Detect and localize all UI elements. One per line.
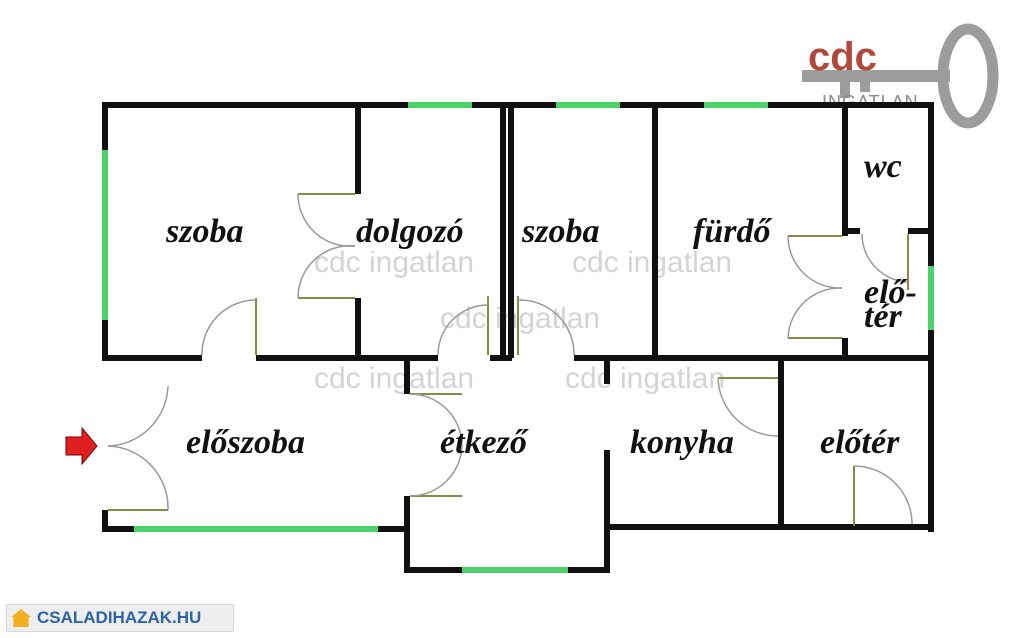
door-swing xyxy=(787,235,843,289)
logo-brand: cdc xyxy=(808,35,877,79)
room-labels: szoba dolgozó szoba fürdő wc elő- tér el… xyxy=(165,148,917,461)
room-label-furdo: fürdő xyxy=(693,213,772,250)
room-label-etkezo: étkező xyxy=(440,424,529,461)
door-swing xyxy=(409,445,463,497)
room-label-dolgozo: dolgozó xyxy=(356,213,464,250)
window xyxy=(462,567,568,573)
room-label-eloter: előtér xyxy=(820,424,900,461)
window xyxy=(704,102,768,108)
door-swing xyxy=(861,233,909,283)
window xyxy=(556,102,620,108)
room-label-eloter-small-2: tér xyxy=(864,298,903,335)
door-swing xyxy=(107,445,169,511)
window xyxy=(928,266,934,330)
room-label-szoba: szoba xyxy=(521,213,599,250)
key-icon xyxy=(802,23,999,129)
watermarks: cdc ingatlan cdc ingatlan cdc ingatlan c… xyxy=(314,246,732,395)
watermark-text: cdc ingatlan xyxy=(440,302,600,335)
watermark-text: cdc ingatlan xyxy=(565,362,725,395)
door-swing xyxy=(717,377,779,437)
watermark-text: cdc ingatlan xyxy=(314,362,474,395)
room-label-szoba: szoba xyxy=(165,213,243,250)
door-swing xyxy=(297,193,356,247)
room-label-wc: wc xyxy=(864,148,902,185)
door-swings xyxy=(107,193,913,525)
window xyxy=(134,526,378,532)
site-name: CSALADIHAZAK.HU xyxy=(37,608,202,627)
door-swing xyxy=(201,299,257,356)
room-label-eloter-small-1: elő- xyxy=(864,274,917,311)
door-swing xyxy=(517,299,575,356)
cdc-ingatlan-logo: cdc INGATLAN xyxy=(802,23,999,129)
window xyxy=(102,150,108,320)
window xyxy=(408,102,472,108)
room-label-eloszoba: előszoba xyxy=(186,424,305,461)
door-swing xyxy=(853,465,913,525)
house-icon xyxy=(11,609,31,627)
entrance-arrow-icon xyxy=(65,426,98,466)
door-swing xyxy=(297,245,356,299)
room-label-konyha: konyha xyxy=(630,424,734,461)
door-swing xyxy=(107,385,169,447)
door-swing xyxy=(437,304,489,356)
door-swing xyxy=(409,393,463,447)
door-swing xyxy=(787,287,843,339)
site-watermark-badge: CSALADIHAZAK.HU xyxy=(6,604,234,632)
door-jambs xyxy=(108,193,909,526)
watermark-text: cdc ingatlan xyxy=(314,246,474,279)
windows xyxy=(102,102,934,573)
